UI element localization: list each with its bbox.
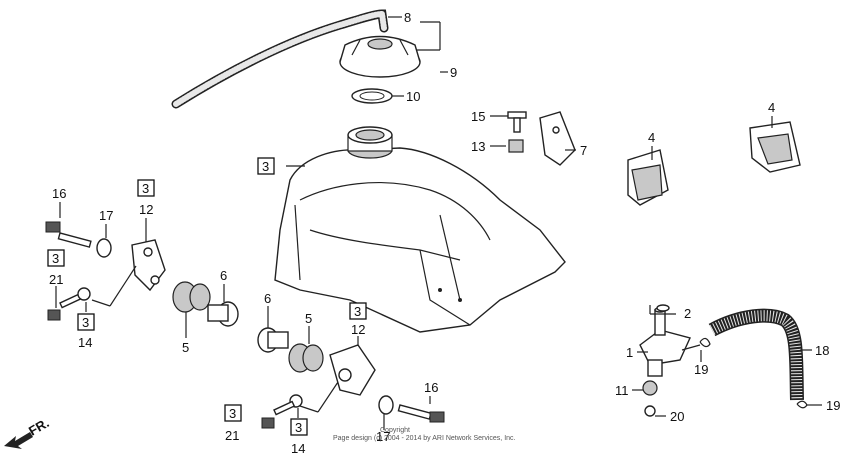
bracket-12-right[interactable]: [329, 344, 376, 396]
fuel-cap[interactable]: [339, 35, 421, 78]
callout-16-right: 16: [424, 380, 438, 395]
washer-14-left[interactable]: [77, 287, 91, 301]
callout-19-upper: 19: [694, 362, 708, 377]
callout-19-lower: 19: [826, 398, 840, 413]
setting-plate-7[interactable]: [539, 111, 576, 166]
callout-8: 8: [404, 10, 411, 25]
ref-box-3-right-upper: [349, 302, 367, 320]
callout-labels: 8 9 10 3 15 13 7 4 4 16 17 3 12 3 21 3 1…: [49, 10, 840, 456]
hose-clip-upper[interactable]: [699, 337, 711, 348]
bolt-16-right[interactable]: [397, 404, 445, 423]
callout-6-left: 6: [220, 268, 227, 283]
callout-3-tank: 3: [262, 159, 269, 174]
callout-3-left: 3: [52, 251, 59, 266]
hose-clip-lower[interactable]: [796, 400, 808, 409]
fuel-strainer-cup[interactable]: [642, 380, 658, 396]
leader-lines: [55, 16, 822, 430]
callout-14-left: 14: [78, 335, 92, 350]
callout-13: 13: [471, 139, 485, 154]
copyright-line-1: Copyright: [380, 427, 410, 434]
bracket-12-left[interactable]: [131, 239, 166, 292]
callout-16-left: 16: [52, 186, 66, 201]
collar-6-left[interactable]: [207, 301, 239, 327]
callout-12-left: 12: [139, 202, 153, 217]
washer-17-left[interactable]: [96, 238, 112, 258]
callout-6-right: 6: [264, 291, 271, 306]
callout-4-right: 4: [768, 100, 775, 115]
tank-rubber-right[interactable]: [749, 121, 801, 173]
fuel-hose[interactable]: [708, 308, 804, 401]
callout-1: 1: [626, 345, 633, 360]
callout-3-bottom-left: 3: [229, 406, 236, 421]
callout-15: 15: [471, 109, 485, 124]
callout-3-bottom: 3: [295, 420, 302, 435]
callout-7: 7: [580, 143, 587, 158]
grommet-5-right[interactable]: [288, 343, 324, 373]
washer-17-right[interactable]: [378, 395, 394, 415]
callout-4-left: 4: [648, 130, 655, 145]
bolt-15[interactable]: [507, 111, 527, 133]
bolt-21-right[interactable]: [261, 400, 296, 429]
callout-10: 10: [406, 89, 420, 104]
callout-9: 9: [450, 65, 457, 80]
callout-20: 20: [670, 409, 684, 424]
callout-5-right: 5: [305, 311, 312, 326]
callout-21-right: 21: [225, 428, 239, 443]
ref-box-3-left: [47, 249, 65, 267]
collar-13[interactable]: [508, 139, 524, 153]
collar-6-right[interactable]: [257, 327, 289, 353]
bolt-16-left[interactable]: [45, 221, 92, 248]
callout-12-right: 12: [351, 322, 365, 337]
callout-3-right-upper: 3: [354, 304, 361, 319]
ref-box-3-upper-left: [137, 179, 155, 197]
front-direction-arrow: FR.: [4, 415, 52, 449]
drain-screw[interactable]: [644, 405, 656, 417]
fuel-cock-oring[interactable]: [656, 304, 670, 312]
grommet-5-left[interactable]: [172, 281, 211, 313]
copyright-line-2: Page design (c) 2004 - 2014 by ARI Netwo…: [333, 435, 516, 442]
callout-3-upper-left: 3: [142, 181, 149, 196]
tank-rubber-left[interactable]: [627, 149, 669, 206]
ref-box-3-left-lower: [77, 313, 95, 331]
callout-3-left-lower: 3: [82, 315, 89, 330]
ref-box-3-bottom-left: [224, 404, 242, 422]
callout-2: 2: [684, 306, 691, 321]
bolt-21-left[interactable]: [47, 292, 83, 321]
callout-17-right: 17: [376, 429, 390, 444]
breather-hose[interactable]: [171, 9, 389, 109]
callout-11: 11: [615, 383, 629, 398]
callout-5-left: 5: [182, 340, 189, 355]
fuel-tank[interactable]: [274, 126, 566, 333]
callout-18: 18: [815, 343, 829, 358]
callout-17-left: 17: [99, 208, 113, 223]
ref-box-3-tank: [257, 157, 275, 175]
callout-21-left: 21: [49, 272, 63, 287]
ref-box-3-bottom: [290, 418, 308, 436]
callout-14-right: 14: [291, 441, 305, 456]
